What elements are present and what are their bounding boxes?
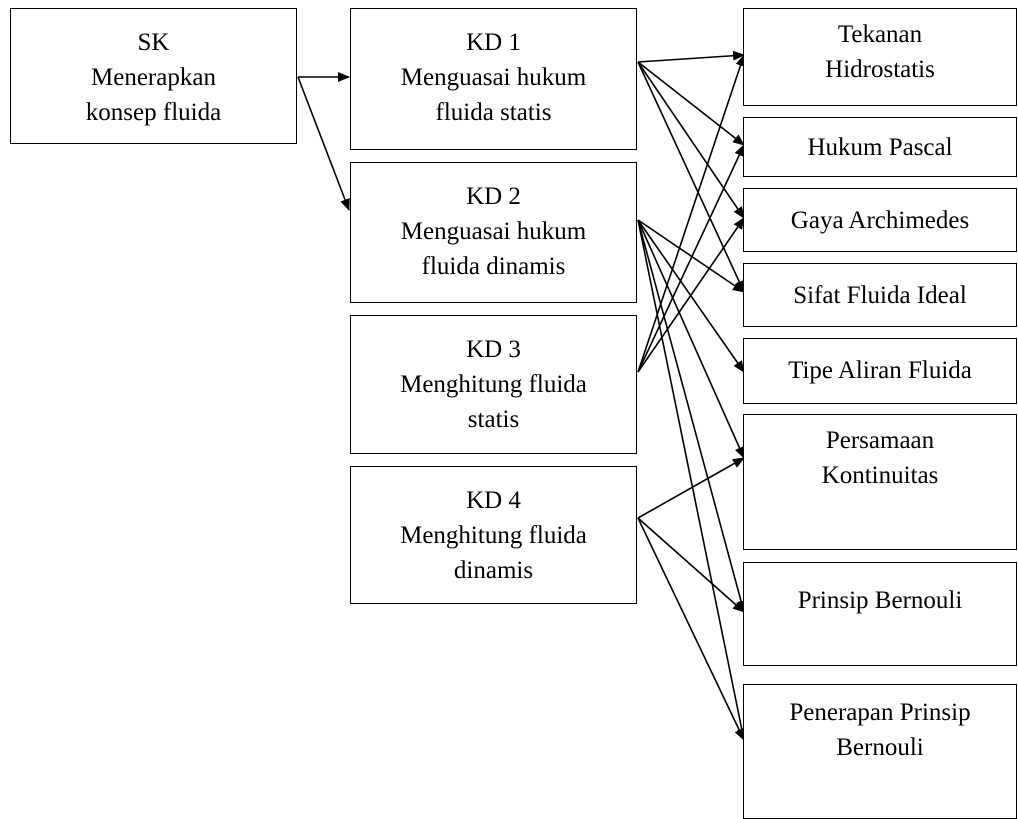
kd1-heading: KD 1 bbox=[466, 29, 521, 56]
topic-box-gaya-archimedes: Gaya Archimedes bbox=[743, 188, 1017, 252]
topic-label: Sifat Fluida Ideal bbox=[793, 282, 967, 309]
kd2-heading: KD 2 bbox=[466, 183, 521, 210]
arrow-kd3-to-archimedes bbox=[637, 217, 745, 373]
topic-label-line-2: Bernouli bbox=[836, 734, 924, 761]
kd2-text-line-2: fluida dinamis bbox=[421, 253, 566, 280]
kd3-text-line-2: statis bbox=[467, 406, 520, 433]
topic-box-tekanan-hidrostatis: Tekanan Hidrostatis bbox=[743, 8, 1017, 106]
arrow-kd4-to-kontinuitas bbox=[637, 457, 745, 519]
kd1-box: KD 1 Menguasai hukum fluida statis bbox=[350, 8, 637, 150]
kd1-text-line-2: fluida statis bbox=[435, 99, 552, 126]
topic-box-penerapan-prinsip-bernouli: Penerapan Prinsip Bernouli bbox=[743, 684, 1017, 819]
arrow-kd3-to-tekanan bbox=[637, 54, 746, 373]
topic-label: Gaya Archimedes bbox=[790, 207, 970, 234]
sk-box: SK Menerapkan konsep fluida bbox=[10, 8, 297, 144]
arrow-kd2-to-bernouli bbox=[637, 219, 746, 613]
topic-label-line-1: Persamaan bbox=[825, 427, 935, 454]
kd3-text-line-1: Menghitung fluida bbox=[400, 371, 587, 398]
kd2-text-line-1: Menguasai hukum bbox=[400, 218, 587, 245]
arrow-kd4-to-penerapan bbox=[637, 517, 745, 741]
kd3-box: KD 3 Menghitung fluida statis bbox=[350, 315, 637, 454]
kd2-box: KD 2 Menguasai hukum fluida dinamis bbox=[350, 162, 637, 303]
topic-label: Hukum Pascal bbox=[807, 134, 953, 161]
topic-label: Tipe Aliran Fluida bbox=[788, 357, 972, 384]
arrow-kd2-to-aliran bbox=[637, 219, 745, 373]
topic-box-prinsip-bernouli: Prinsip Bernouli bbox=[743, 562, 1017, 666]
kd4-text-line-1: Menghitung fluida bbox=[400, 522, 587, 549]
arrow-kd2-to-ideal bbox=[637, 219, 745, 293]
sk-text-line-2: konsep fluida bbox=[85, 99, 222, 126]
topic-box-tipe-aliran-fluida: Tipe Aliran Fluida bbox=[743, 338, 1017, 404]
arrow-kd1-to-archimedes bbox=[637, 61, 745, 219]
kd3-heading: KD 3 bbox=[466, 336, 521, 363]
arrow-kd2-to-penerapan bbox=[637, 219, 747, 741]
topic-label-line-1: Penerapan Prinsip bbox=[789, 699, 971, 726]
arrow-kd1-to-ideal bbox=[637, 61, 745, 293]
kd4-heading: KD 4 bbox=[466, 487, 521, 514]
topic-label: Prinsip Bernouli bbox=[797, 587, 963, 614]
topic-box-sifat-fluida-ideal: Sifat Fluida Ideal bbox=[743, 263, 1017, 327]
arrow-kd1-to-tekanan bbox=[637, 50, 745, 63]
kd1-text-line-1: Menguasai hukum bbox=[400, 64, 587, 91]
arrow-kd3-to-pascal bbox=[637, 144, 745, 373]
topic-label-line-2: Hidrostatis bbox=[825, 56, 935, 83]
kd4-box: KD 4 Menghitung fluida dinamis bbox=[350, 466, 637, 604]
sk-text-line-1: Menerapkan bbox=[91, 64, 216, 91]
kd4-text-line-2: dinamis bbox=[453, 557, 534, 584]
arrow-kd2-to-kontinuitas bbox=[637, 219, 745, 459]
arrow-kd4-to-bernouli bbox=[637, 517, 745, 613]
sk-heading: SK bbox=[137, 29, 170, 56]
arrow-sk-to-kd2 bbox=[297, 76, 350, 211]
topic-label-line-1: Tekanan bbox=[837, 21, 923, 48]
topic-label-line-2: Kontinuitas bbox=[821, 462, 939, 489]
topic-box-persamaan-kontinuitas: Persamaan Kontinuitas bbox=[743, 414, 1017, 550]
arrow-kd1-to-pascal bbox=[637, 61, 745, 146]
topic-box-hukum-pascal: Hukum Pascal bbox=[743, 117, 1017, 177]
